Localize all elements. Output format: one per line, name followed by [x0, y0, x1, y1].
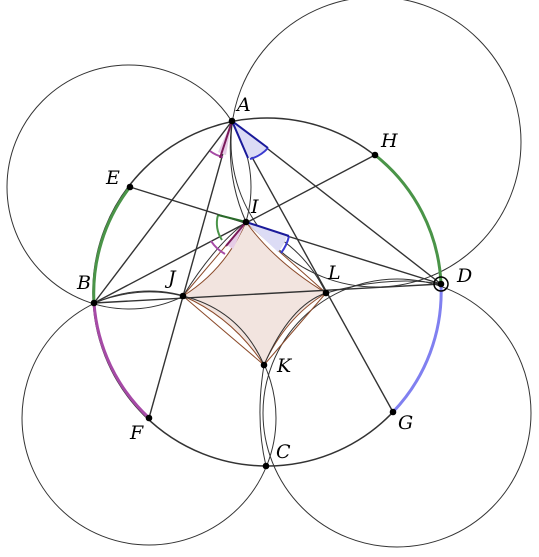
inner-arc-K-C	[259, 364, 267, 467]
point-K	[260, 361, 268, 369]
label-C: C	[276, 441, 291, 463]
angle-I-blue	[246, 222, 287, 252]
point-G	[389, 408, 397, 416]
label-K: K	[276, 355, 293, 377]
label-L: L	[327, 262, 341, 284]
segment-AG	[231, 120, 394, 413]
point-L	[322, 289, 330, 297]
angle-A-blue	[232, 121, 268, 158]
point-C	[262, 462, 270, 470]
angle-I-purple-arc	[210, 240, 226, 255]
angle-I-ray-1	[245, 221, 290, 237]
shaded-quadrilateral	[181, 220, 327, 367]
angle-I-ray-2	[225, 221, 247, 247]
point-H	[371, 151, 379, 159]
label-I: I	[250, 196, 259, 218]
angle-A-ray-1	[231, 120, 249, 159]
label-F: F	[129, 422, 144, 444]
arc-blue-right	[391, 283, 443, 414]
inner-arc-B-J	[93, 291, 184, 304]
point-A	[228, 117, 236, 125]
angle-A-ray-2	[231, 120, 269, 149]
angle-I-ray-3	[217, 214, 247, 223]
arc-green-left	[92, 186, 132, 304]
point-I	[242, 218, 250, 226]
segment-LK	[263, 292, 327, 366]
point-F	[145, 414, 153, 422]
point-D	[437, 280, 445, 288]
circle-bottom-left	[21, 290, 277, 546]
inner-arc-J-K	[182, 295, 265, 366]
segment-BD	[93, 283, 442, 304]
point-B	[90, 299, 98, 307]
arc-green-right	[374, 153, 443, 285]
label-H: H	[380, 130, 398, 152]
inner-arc-K-L	[263, 292, 327, 366]
label-A: A	[235, 94, 251, 116]
label-E: E	[105, 167, 120, 189]
arc-purple-left	[92, 302, 151, 420]
label-D: D	[456, 265, 472, 287]
point-E	[126, 183, 134, 191]
inner-arc-A	[229, 120, 247, 223]
label-G: G	[398, 412, 413, 434]
point-D-ring	[433, 276, 449, 292]
point-J	[179, 292, 187, 300]
segment-KJ	[182, 295, 265, 366]
angle-I-blue-arc	[280, 235, 290, 254]
segment-BH	[93, 154, 376, 304]
angle-A-ray-3	[219, 120, 233, 159]
segment-AF	[148, 120, 233, 419]
circle-top-left	[6, 64, 252, 310]
circle-bottom-right	[262, 278, 532, 548]
angle-A-purple-arc	[209, 150, 224, 158]
segment-AB	[93, 120, 233, 304]
label-J: J	[164, 267, 177, 289]
label-B: B	[76, 272, 91, 294]
angle-I-green-arc	[215, 214, 223, 241]
